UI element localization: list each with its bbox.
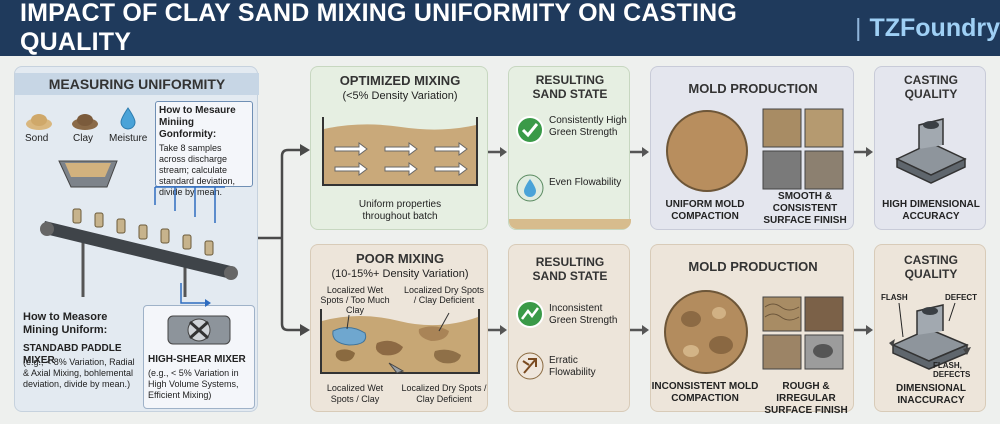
sand-good-item2: Even Flowability: [549, 177, 622, 188]
poor-label-dry-top: Localized Dry Spots / Clay Deficient: [403, 285, 485, 305]
measuring-panel: MEASURING UNIFORMITY Sond Clay Meisture …: [14, 66, 259, 412]
shear-mixer-text: (e.g., < 5% Variation in High Volume Sys…: [148, 368, 239, 400]
sand-pile-icon: [26, 114, 52, 130]
header-bar: IMPACT OF CLAY SAND MIXING UNIFORMITY ON…: [0, 0, 1000, 56]
shear-mixer-title: HIGH-SHEAR MIXER: [148, 354, 246, 365]
moisture-drop-icon: [120, 107, 136, 130]
mold-good-caption1: UNIFORM MOLD COMPACTION: [665, 199, 745, 222]
sand-good-item1: Consistently High Green Strength: [549, 115, 627, 138]
clay-pile-icon: [72, 114, 98, 130]
inconsistent-mold-disc: [664, 290, 748, 374]
mold-bad-title: MOLD PRODUCTION: [688, 259, 818, 274]
sand-bad-item1: Inconsistent Green Strength: [549, 303, 618, 326]
poor-label-wet-bottom: Localized Wet Spots / Clay: [326, 383, 384, 404]
howto2-title: How to Measore Mining Uniform:: [23, 311, 108, 336]
casting-good-title: CASTING QUALITY: [904, 73, 958, 101]
casting-bad-panel: CASTING QUALITY FLASH DEFECT FLASH, DEFE…: [874, 244, 986, 412]
poor-label-wet-top: Localized Wet Spots / Too Much Clay: [320, 285, 390, 315]
mold-good-title: MOLD PRODUCTION: [688, 81, 818, 96]
optimized-mixing-panel: OPTIMIZED MIXING (<5% Density Variation)…: [310, 66, 488, 230]
uniform-sand-trough: [322, 117, 478, 186]
casting-good-panel: CASTING QUALITY HIGH DIMENSIONAL ACCURAC…: [874, 66, 986, 230]
standard-mixer-title: STANDABD PADDLE MIXER: [23, 343, 122, 366]
arrow-top-3: [854, 147, 873, 157]
howto-text: Take 8 samples across discharge stream; …: [159, 143, 236, 197]
arrow-top-2: [630, 147, 649, 157]
input-clay-label: Clay: [73, 133, 94, 144]
casting-bad-title: CASTING QUALITY: [904, 253, 958, 281]
defect-label: DEFECT: [945, 293, 977, 302]
check-strength-icon: [516, 116, 544, 144]
shear-connector-arrow: [180, 283, 211, 307]
poor-label-dry-bottom: Localized Dry Spots / Clay Deficient: [401, 383, 487, 404]
title-separator: |: [854, 13, 862, 42]
poor-mixing-panel: POOR MIXING (10-15%+ Density Variation) …: [310, 244, 488, 412]
rough-surface-tiles: [762, 296, 844, 370]
arrow-bottom-2: [630, 325, 649, 335]
optimized-subtitle: (<5% Density Variation): [342, 90, 458, 102]
defective-casting-part-icon: [889, 302, 971, 370]
howto-title: How to Mesaure Miniing Gonformity:: [159, 105, 236, 140]
input-moisture-label: Meisture: [109, 133, 148, 144]
sand-bad-title: RESULTING SAND STATE: [532, 255, 608, 283]
shear-mixer-icon: [167, 315, 231, 345]
erratic-flow-icon: [516, 352, 544, 380]
mold-bad-caption2: ROUGH & IRREGULAR SURFACE FINISH: [764, 381, 848, 416]
good-casting-part-icon: [895, 118, 967, 184]
sand-bad-item2: Erratic Flowability: [549, 355, 596, 378]
high-shear-box: HIGH-SHEAR MIXER (e.g., < 5% Variation i…: [143, 305, 255, 409]
casting-good-caption: HIGH DIMENSIONAL ACCURACY: [882, 199, 980, 222]
uneven-sand-trough: [320, 309, 480, 374]
poor-title: POOR MIXING: [355, 251, 445, 266]
inconsistent-strength-icon: [516, 300, 544, 328]
casting-bad-caption: DIMENSIONAL INACCURACY: [896, 383, 966, 406]
optimized-title: OPTIMIZED MIXING: [339, 73, 461, 88]
sand-good-title: RESULTING SAND STATE: [532, 73, 608, 101]
arrow-bottom-3: [854, 325, 873, 335]
optimized-caption: Uniform properties throughout batch: [358, 199, 442, 222]
brand-name: TZFoundry: [869, 13, 1000, 42]
mold-good-panel: MOLD PRODUCTION UNIFORM MOLD COMPACTION …: [650, 66, 854, 230]
sand-good-sand-strip: [509, 219, 631, 229]
water-drop-icon: [516, 174, 544, 202]
sand-state-good-panel: RESULTING SAND STATE Consistently High G…: [508, 66, 631, 230]
mold-good-caption2: SMOOTH & CONSISTENT SURFACE FINISH: [763, 191, 847, 226]
flash-label: FLASH: [881, 293, 908, 302]
flash-defects-label: FLASH, DEFECTS: [933, 361, 971, 379]
input-sand-label: Sond: [25, 133, 49, 144]
branch-connector: [258, 144, 310, 336]
arrow-top-1: [488, 147, 507, 157]
measuring-title: MEASURING UNIFORMITY: [15, 73, 259, 95]
smooth-surface-tiles: [762, 108, 844, 190]
mold-bad-caption1: INCONSISTENT MOLD COMPACTION: [651, 381, 759, 404]
page-title: IMPACT OF CLAY SAND MIXING UNIFORMITY ON…: [20, 0, 738, 56]
poor-subtitle: (10-15%+ Density Variation): [331, 268, 469, 280]
uniform-mold-disc: [666, 110, 748, 192]
standard-mixer-text: (e.g., < 8% Variation, Radial & Axial Mi…: [23, 357, 135, 389]
hopper-conveyor-illustration: [40, 160, 238, 297]
sand-state-bad-panel: RESULTING SAND STATE Inconsistent Green …: [508, 244, 630, 412]
howto-box: How to Mesaure Miniing Gonformity: Take …: [155, 101, 253, 197]
mold-bad-panel: MOLD PRODUCTION INCONSISTENT MOLD COMPAC…: [650, 244, 854, 416]
arrow-bottom-1: [488, 325, 507, 335]
